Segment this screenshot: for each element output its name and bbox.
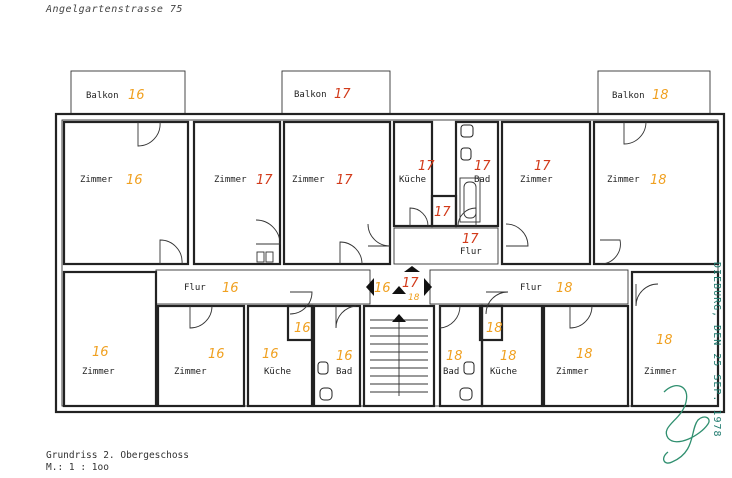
num-flur-16: 16 — [222, 281, 239, 296]
num-bad-18: 18 — [446, 349, 463, 364]
num-balkon-18: 18 — [652, 88, 669, 103]
num-hall-16: 16 — [374, 281, 391, 296]
room-zimmer-18b — [542, 304, 630, 408]
num-kueche-18: 18 — [500, 349, 517, 364]
label-zimmer-16a: Zimmer — [80, 175, 113, 185]
num-zimmer-16a: 16 — [126, 173, 143, 188]
num-store-18: 18 — [486, 321, 503, 336]
num-flur-17: 17 — [462, 232, 479, 247]
num-bad-16: 16 — [336, 349, 353, 364]
room-zimmer-17a — [192, 120, 282, 266]
label-kueche-17: Küche — [399, 175, 426, 185]
address-header: Angelgartenstrasse 75 — [46, 4, 183, 15]
num-hall-17: 17 — [402, 276, 419, 291]
label-bad-17: Bad — [474, 175, 490, 185]
room-zimmer-18a — [592, 120, 720, 266]
num-zimmer-18a: 18 — [650, 173, 667, 188]
label-zimmer-18a: Zimmer — [607, 175, 640, 185]
label-zimmer-16b: Zimmer — [82, 367, 115, 377]
label-zimmer-17a: Zimmer — [214, 175, 247, 185]
room-bad-16 — [312, 304, 362, 408]
store-16 — [286, 304, 314, 342]
room-bad-17 — [454, 120, 500, 228]
label-kueche-18: Küche — [490, 367, 517, 377]
label-zimmer-16c: Zimmer — [174, 367, 207, 377]
num-zimmer-18b: 18 — [576, 347, 593, 362]
room-zimmer-16a — [62, 120, 190, 266]
plan-title: Grundriss 2. Obergeschoss — [46, 450, 189, 461]
room-kueche-16 — [246, 304, 314, 408]
num-flur-18: 18 — [556, 281, 573, 296]
num-bad-17: 17 — [474, 159, 491, 174]
label-kueche-16: Küche — [264, 367, 291, 377]
num-balkon-17: 17 — [334, 87, 351, 102]
date-stamp: DIEBURG, DEN 25 SEP. 1978 — [711, 262, 722, 438]
label-zimmer-17c: Zimmer — [520, 175, 553, 185]
room-zimmer-18c — [630, 270, 720, 408]
room-zimmer-16c — [156, 304, 246, 408]
label-balkon-18: Balkon — [612, 91, 645, 101]
num-zimmer-16c: 16 — [208, 347, 225, 362]
num-kueche-16: 16 — [262, 347, 279, 362]
num-zimmer-17c: 17 — [534, 159, 551, 174]
label-balkon-17: Balkon — [294, 90, 327, 100]
stair-steps — [370, 318, 428, 396]
num-zimmer-16b: 16 — [92, 345, 109, 360]
num-balkon-16: 16 — [128, 88, 145, 103]
label-bad-16: Bad — [336, 367, 352, 377]
label-flur-16: Flur — [184, 283, 206, 293]
num-kueche-17: 17 — [418, 159, 435, 174]
room-kueche-17 — [392, 120, 434, 228]
num-zimmer-18c: 18 — [656, 333, 673, 348]
label-flur-17: Flur — [460, 247, 482, 257]
num-wc-17: 17 — [434, 205, 451, 220]
label-balkon-16: Balkon — [86, 91, 119, 101]
room-zimmer-17b — [282, 120, 392, 266]
room-zimmer-17c — [500, 120, 592, 266]
room-zimmer-16b — [62, 270, 158, 408]
label-zimmer-18b: Zimmer — [556, 367, 589, 377]
label-flur-18: Flur — [520, 283, 542, 293]
stair-arrow-up — [392, 314, 406, 322]
label-zimmer-17b: Zimmer — [292, 175, 325, 185]
plan-scale: M.: 1 : 1oo — [46, 462, 109, 473]
label-zimmer-18c: Zimmer — [644, 367, 677, 377]
room-wc-17 — [430, 194, 458, 228]
room-kueche-18 — [480, 304, 544, 408]
staircase — [362, 304, 436, 408]
hall-marker-right — [424, 278, 432, 296]
num-zimmer-17b: 17 — [336, 173, 353, 188]
num-store-16: 16 — [294, 321, 311, 336]
corridor-17 — [393, 227, 499, 265]
num-zimmer-17a: 17 — [256, 173, 273, 188]
num-hall-18: 18 — [408, 293, 420, 303]
signature — [663, 385, 710, 464]
store-18 — [478, 304, 504, 342]
hall-marker-left — [366, 278, 374, 296]
label-bad-18: Bad — [443, 367, 459, 377]
outer-wall — [54, 112, 726, 414]
